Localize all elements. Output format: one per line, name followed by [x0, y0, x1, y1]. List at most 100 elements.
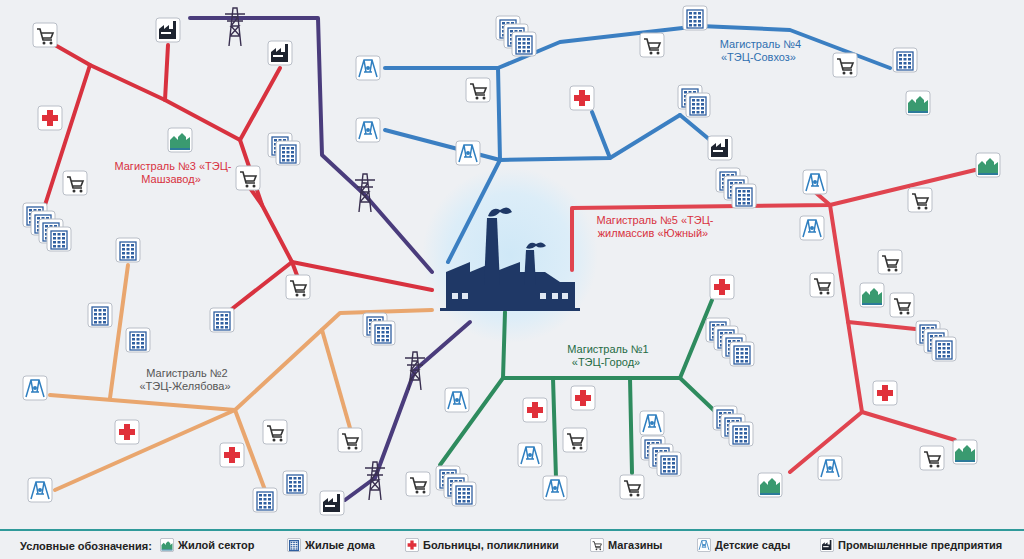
map-icon	[523, 398, 547, 422]
heat-main-line	[448, 26, 890, 262]
map-icon	[286, 275, 310, 299]
power-plant	[440, 207, 580, 311]
map-icon	[63, 171, 87, 195]
heat-main-line	[630, 378, 632, 473]
legend-entry: Магазины	[590, 538, 663, 552]
map-icon	[890, 293, 914, 317]
map-icon	[47, 227, 71, 251]
legend-text: Жилые дома	[305, 539, 375, 551]
heat-main-line	[572, 170, 975, 270]
map-icon	[156, 18, 180, 42]
route-label: Магистраль №5 «ТЭЦ-жилмассив «Южный»	[578, 214, 730, 240]
map-icon	[512, 32, 536, 56]
map-icon	[38, 106, 62, 130]
map-icon	[878, 250, 902, 274]
map-icon	[220, 443, 244, 467]
legend-entry: Жилые дома	[287, 538, 375, 552]
label-text: Условные обозначения:	[18, 540, 154, 552]
heat-main-line	[553, 378, 556, 478]
heat-main-line	[322, 330, 350, 428]
legend-entry: Детские сады	[697, 538, 791, 552]
legend-text: Магазины	[608, 539, 663, 551]
map-icon	[710, 275, 734, 299]
heat-main-line	[500, 115, 680, 160]
legend-icon	[820, 538, 834, 552]
power-pylon	[355, 174, 375, 212]
map-icon	[800, 216, 824, 240]
map-icon	[88, 303, 112, 327]
map-icon	[953, 440, 977, 464]
legend-icon	[160, 538, 174, 552]
map-icon	[571, 386, 595, 410]
map-icon	[466, 78, 490, 102]
map-icon	[371, 321, 395, 345]
legend-text: Промышленные предприятия	[838, 539, 1002, 551]
map-icon	[126, 328, 150, 352]
legend-text: Жилой сектор	[178, 539, 255, 551]
map-icon	[708, 136, 732, 160]
map-icon	[28, 478, 52, 502]
map-icon	[620, 475, 644, 499]
legend-entry: Жилой сектор	[160, 538, 255, 552]
map-icon	[263, 420, 287, 444]
map-icon	[732, 184, 756, 208]
heat-main-line	[250, 188, 262, 205]
legend-entry: Больницы, поликлиники	[405, 538, 559, 552]
heat-main-line	[190, 18, 432, 272]
map-icon	[320, 491, 344, 515]
map-icon	[563, 428, 587, 452]
map-icon	[445, 388, 469, 412]
map-icon	[657, 452, 681, 476]
map-icon	[210, 308, 234, 332]
map-icon	[116, 238, 140, 262]
heat-main-line	[385, 130, 500, 160]
route-label: Магистраль №3 «ТЭЦ-Машзавод»	[112, 160, 232, 186]
map-icon	[730, 342, 754, 366]
map-icon	[818, 456, 842, 480]
map-icon	[893, 48, 917, 72]
map-icon	[543, 476, 567, 500]
legend-icon	[590, 538, 604, 552]
map-icon	[23, 376, 47, 400]
map-icon	[236, 166, 260, 190]
legend-icon	[287, 538, 301, 552]
route-label: Магистраль №1 «ТЭЦ-Город»	[552, 343, 662, 369]
route-label: Магистраль №4 «ТЭЦ-Совхоз»	[702, 38, 817, 64]
heat-main-line	[228, 262, 292, 312]
map-icon	[640, 33, 664, 57]
map-icon	[833, 53, 857, 77]
heat-main-line	[440, 378, 503, 465]
map-icon	[276, 141, 300, 165]
legend-entry: Промышленные предприятия	[820, 538, 1002, 552]
heat-main-line	[848, 322, 925, 330]
heat-main-line	[503, 300, 712, 378]
map-icon	[283, 471, 307, 495]
map-icon	[976, 153, 1000, 177]
map-icon	[356, 56, 380, 80]
map-icon	[33, 23, 57, 47]
heat-main-line	[110, 265, 128, 398]
map-icon	[518, 443, 542, 467]
route-label: Условные обозначения:	[18, 540, 158, 553]
map-icon	[686, 93, 710, 117]
heat-main-line	[680, 115, 710, 140]
map-icon	[758, 473, 782, 497]
map-icon	[932, 337, 956, 361]
route-label: Магистраль №2 «ТЭЦ-Желябова»	[132, 367, 240, 393]
map-icon	[729, 422, 753, 446]
heat-main-line	[240, 68, 280, 140]
map-icon	[356, 118, 380, 142]
label-text: Магистраль №1 «ТЭЦ-Город»	[565, 343, 648, 368]
legend-icon	[405, 538, 419, 552]
heat-main-line	[345, 322, 470, 500]
map-icon	[803, 170, 827, 194]
map-icon	[906, 91, 930, 115]
label-text: Магистраль №3 «ТЭЦ-Машзавод»	[112, 160, 231, 185]
map-icon	[873, 381, 897, 405]
power-pylon	[405, 352, 425, 390]
legend-text: Детские сады	[715, 539, 791, 551]
heat-main-line	[45, 65, 432, 290]
legend-text: Больницы, поликлиники	[423, 539, 559, 551]
heat-main-line	[55, 45, 90, 65]
